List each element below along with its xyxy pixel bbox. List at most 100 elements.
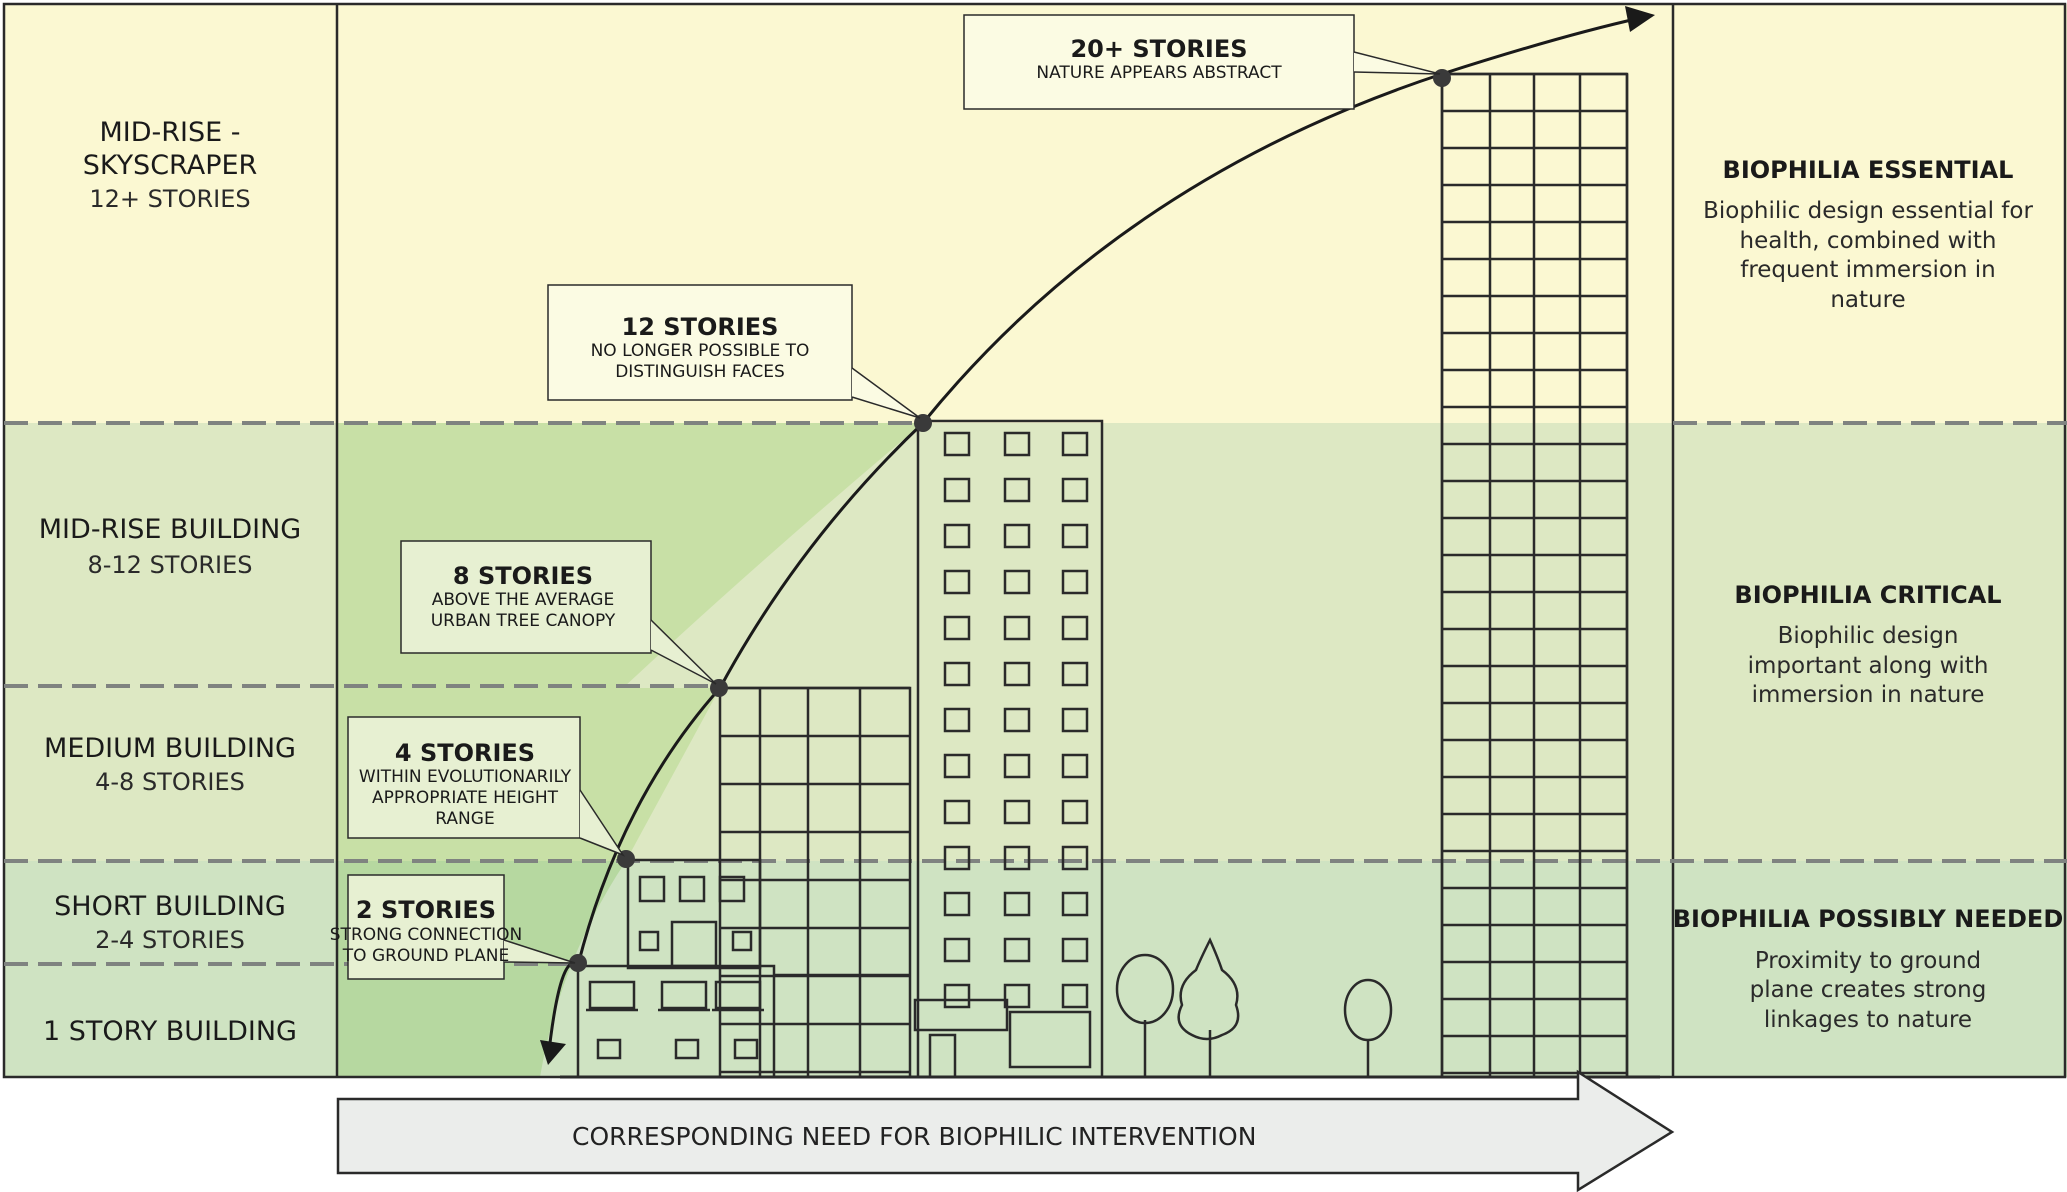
- balcony-window: [714, 980, 762, 1010]
- intervention-arrow-label: CORRESPONDING NEED FOR BIOPHILIC INTERVE…: [572, 1122, 1256, 1151]
- right-body-critical-1: Biophilic design: [1778, 623, 1959, 649]
- window: [1061, 477, 1089, 503]
- tree-3-icon: [1343, 978, 1393, 1077]
- tree-2-icon: [1177, 937, 1240, 1077]
- curve-point-20: [1433, 69, 1451, 87]
- left-label-skyscraper-sub: 12+ STORIES: [89, 185, 250, 213]
- right-body-possibly-3: linkages to nature: [1764, 1007, 1972, 1033]
- window: [1061, 753, 1089, 779]
- window: [1003, 615, 1031, 641]
- window: [943, 477, 971, 503]
- window: [1061, 891, 1089, 917]
- left-label-medium-sub: 4-8 STORIES: [95, 768, 245, 796]
- callout-12-title: 12 STORIES: [622, 313, 779, 341]
- callout-4-title: 4 STORIES: [395, 739, 535, 767]
- tree-1-icon: [1115, 953, 1175, 1077]
- right-title-possibly: BIOPHILIA POSSIBLY NEEDED: [1673, 905, 2064, 933]
- buildings: [576, 72, 1629, 1079]
- right-body-critical-3: immersion in nature: [1752, 682, 1985, 708]
- left-labels: MID-RISE - SKYSCRAPER 12+ STORIES MID-RI…: [39, 117, 301, 1047]
- window: [1003, 983, 1031, 1009]
- right-title-essential: BIOPHILIA ESSENTIAL: [1723, 156, 2014, 184]
- window: [943, 615, 971, 641]
- intervention-arrow: CORRESPONDING NEED FOR BIOPHILIC INTERVE…: [336, 1069, 1675, 1192]
- window: [1003, 937, 1031, 963]
- callout-4-stories: 4 STORIES WITHIN EVOLUTIONARILY APPROPRI…: [347, 716, 625, 857]
- right-body-essential-1: Biophilic design essential for: [1703, 198, 2033, 224]
- right-body-possibly-2: plane creates strong: [1750, 977, 1987, 1003]
- window: [943, 523, 971, 549]
- window: [1061, 707, 1089, 733]
- callout-12-stories: 12 STORIES NO LONGER POSSIBLE TO DISTING…: [547, 284, 921, 419]
- right-body-critical-2: important along with: [1748, 653, 1989, 679]
- balcony-window: [660, 980, 708, 1010]
- left-label-short: SHORT BUILDING: [54, 891, 286, 922]
- window: [1003, 661, 1031, 687]
- window: [1003, 891, 1031, 917]
- right-body-essential-3: frequent immersion in: [1740, 257, 1996, 283]
- window: [1003, 799, 1031, 825]
- callouts: 20+ STORIES NATURE APPEARS ABSTRACT 12 S…: [330, 14, 1441, 980]
- left-label-midrise-sub: 8-12 STORIES: [87, 551, 252, 579]
- callout-12-line2: DISTINGUISH FACES: [615, 362, 785, 382]
- window: [1003, 753, 1031, 779]
- window: [718, 875, 746, 903]
- right-title-critical: BIOPHILIA CRITICAL: [1734, 581, 2001, 609]
- right-body-essential-4: nature: [1830, 287, 1905, 313]
- window: [1061, 569, 1089, 595]
- callout-4-line2: APPROPRIATE HEIGHT: [372, 788, 559, 808]
- window: [1061, 983, 1089, 1009]
- window: [943, 983, 971, 1009]
- window: [943, 661, 971, 687]
- band-separators: [4, 421, 2067, 966]
- window: [1003, 477, 1031, 503]
- right-body-possibly-1: Proximity to ground: [1755, 948, 1981, 974]
- curve-point-12: [914, 414, 932, 432]
- balcony-window: [588, 980, 636, 1010]
- curve-bottom-arrowhead: [540, 1040, 566, 1065]
- window: [638, 875, 666, 903]
- window: [733, 1038, 759, 1060]
- window: [1003, 431, 1031, 457]
- window: [1003, 523, 1031, 549]
- callout-8-title: 8 STORIES: [453, 562, 593, 590]
- window: [1061, 431, 1089, 457]
- shop-window: [1008, 1010, 1092, 1069]
- left-label-medium: MEDIUM BUILDING: [44, 733, 296, 764]
- window: [943, 431, 971, 457]
- window: [1061, 799, 1089, 825]
- callout-20-line1: NATURE APPEARS ABSTRACT: [1036, 63, 1282, 83]
- skyscraper-illustration: [1440, 72, 1629, 1079]
- callout-8-line2: URBAN TREE CANOPY: [431, 611, 616, 631]
- window: [943, 891, 971, 917]
- callout-4-line3: RANGE: [435, 809, 494, 829]
- window: [678, 875, 706, 903]
- four-story-building-illustration: [626, 858, 762, 970]
- window: [1003, 707, 1031, 733]
- left-label-skyscraper-line1: MID-RISE -: [99, 117, 240, 148]
- window: [943, 569, 971, 595]
- window: [1061, 937, 1089, 963]
- callout-2-stories: 2 STORIES STRONG CONNECTION TO GROUND PL…: [330, 874, 576, 980]
- window: [943, 707, 971, 733]
- window: [731, 930, 753, 952]
- awning: [913, 998, 1009, 1032]
- left-label-midrise: MID-RISE BUILDING: [39, 514, 301, 545]
- right-body-essential-2: health, combined with: [1740, 228, 1997, 254]
- callout-2-line1: STRONG CONNECTION: [330, 925, 522, 945]
- window: [1061, 523, 1089, 549]
- left-label-one-story: 1 STORY BUILDING: [43, 1016, 297, 1047]
- twelve-story-building-illustration: [913, 419, 1104, 1079]
- callout-8-stories: 8 STORIES ABOVE THE AVERAGE URBAN TREE C…: [400, 540, 717, 685]
- right-labels: BIOPHILIA ESSENTIAL Biophilic design ess…: [1673, 156, 2064, 1033]
- window: [674, 1038, 700, 1060]
- curve-top-arrowhead: [1625, 6, 1655, 32]
- window: [943, 753, 971, 779]
- window: [1003, 569, 1031, 595]
- left-label-skyscraper-line2: SKYSCRAPER: [83, 150, 258, 181]
- callout-4-line1: WITHIN EVOLUTIONARILY: [359, 767, 572, 787]
- left-label-short-sub: 2-4 STORIES: [95, 926, 245, 954]
- curve-point-2: [569, 954, 587, 972]
- window: [1061, 661, 1089, 687]
